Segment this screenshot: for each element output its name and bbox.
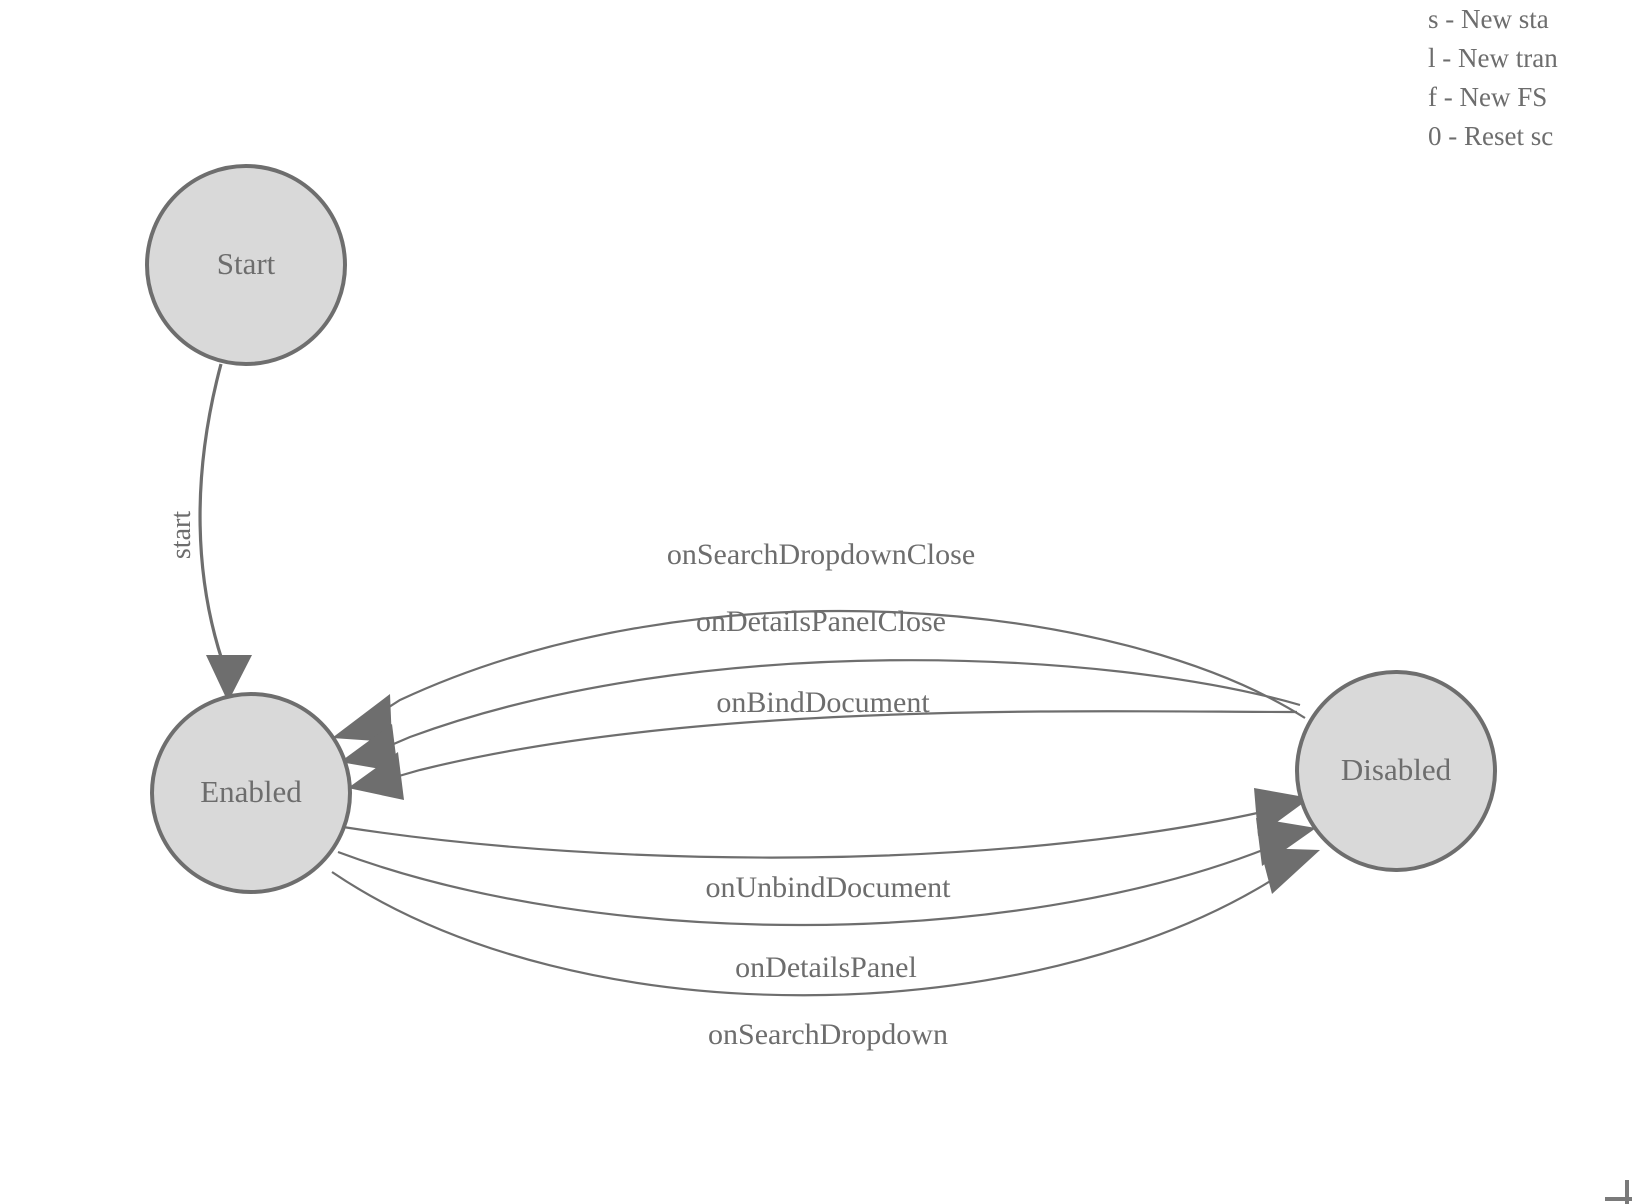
transition-path-on-unbind-document[interactable] xyxy=(342,802,1291,859)
transition-path-start[interactable] xyxy=(198,363,224,661)
transition-label-on-search-dropdown-close: onSearchDropdownClose xyxy=(667,538,975,571)
transition-label-on-search-dropdown: onSearchDropdown xyxy=(708,1018,948,1051)
state-node-disabled-circle[interactable] xyxy=(1295,670,1497,872)
resize-handle-horizontal-bar xyxy=(1605,1197,1632,1201)
state-node-disabled[interactable]: Disabled xyxy=(1295,670,1497,872)
state-node-disabled-label: Disabled xyxy=(1341,752,1452,787)
transition-path-on-search-dropdown[interactable] xyxy=(331,861,1299,997)
state-node-enabled-label: Enabled xyxy=(200,774,302,809)
state-node-enabled[interactable]: Enabled xyxy=(150,692,352,894)
transition-arrowhead-on-details-panel-close xyxy=(340,724,398,772)
transition-arrowhead-on-search-dropdown xyxy=(1260,848,1320,894)
transition-label-on-bind-document: onBindDocument xyxy=(716,686,930,719)
transition-start[interactable]: start xyxy=(166,363,252,702)
transition-arrowhead-start xyxy=(206,655,252,702)
transition-arrowhead-on-search-dropdown-close xyxy=(332,694,392,742)
transition-path-on-search-dropdown-close[interactable] xyxy=(371,609,1306,719)
transition-on-bind-document[interactable]: onBindDocument xyxy=(348,686,1298,800)
transition-path-on-bind-document[interactable] xyxy=(391,710,1298,780)
transition-label-on-details-panel-close: onDetailsPanelClose xyxy=(696,605,946,638)
transition-on-details-panel-close[interactable]: onDetailsPanelClose xyxy=(340,605,1301,772)
transition-path-on-details-panel-close[interactable] xyxy=(381,659,1301,751)
resize-handle-vertical-bar xyxy=(1625,1180,1629,1204)
transition-label-start: start xyxy=(166,511,197,559)
transition-on-search-dropdown[interactable]: onSearchDropdown xyxy=(331,848,1320,1051)
transition-path-on-details-panel[interactable] xyxy=(337,835,1295,927)
transition-arrowhead-on-bind-document xyxy=(348,752,404,800)
transition-label-on-details-panel: onDetailsPanel xyxy=(735,951,917,984)
state-node-enabled-circle[interactable] xyxy=(150,692,352,894)
transition-on-unbind-document[interactable]: onUnbindDocument xyxy=(342,788,1310,904)
transition-on-search-dropdown-close[interactable]: onSearchDropdownClose xyxy=(332,538,1306,742)
state-node-start-label: Start xyxy=(217,246,276,281)
state-node-start-circle[interactable] xyxy=(145,164,347,366)
window-resize-handle[interactable] xyxy=(1602,1180,1632,1204)
state-node-start[interactable]: Start xyxy=(145,164,347,366)
transition-label-on-unbind-document: onUnbindDocument xyxy=(706,871,952,904)
